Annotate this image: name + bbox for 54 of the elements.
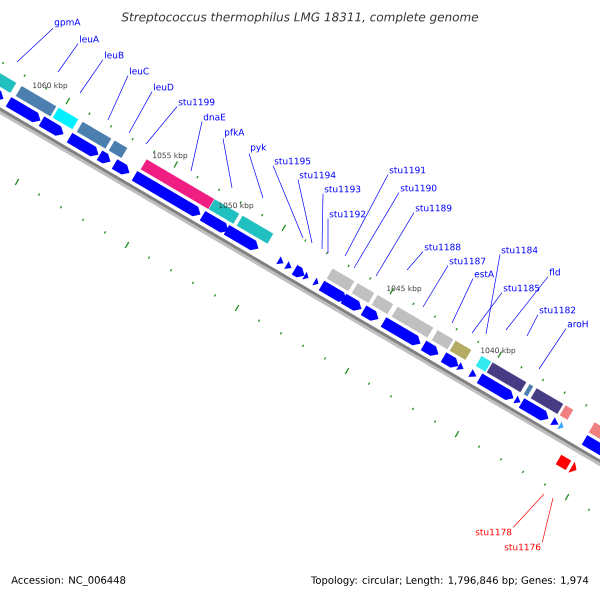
gene-label: dnaE: [204, 114, 226, 120]
leader-line: [486, 254, 500, 334]
gene-label: leuC: [130, 68, 149, 74]
leader-line: [272, 165, 304, 238]
leader-line: [344, 174, 388, 256]
gene-label: stu1185: [504, 284, 540, 292]
gene-label: stu1189: [416, 204, 452, 212]
gene-label: stu1194: [300, 172, 336, 178]
gene-label: pyk: [251, 144, 266, 152]
leader-line: [298, 179, 312, 244]
gene-label: stu1199: [178, 98, 214, 106]
leader-line: [354, 192, 400, 268]
leader-line: [472, 292, 502, 334]
leader-line: [80, 59, 104, 94]
leader-line: [248, 153, 264, 198]
gene-label: leuB: [105, 52, 124, 58]
gene-label: stu1195: [274, 158, 310, 164]
leader-line: [222, 138, 232, 188]
gene-label: pfkA: [225, 128, 244, 138]
leader-line: [58, 43, 78, 72]
leader-line: [190, 121, 202, 172]
gene-label: stu1192: [330, 210, 366, 218]
gene-label: estA: [474, 270, 494, 278]
footer-text: Accession: NC_006448: [11, 576, 126, 586]
gene-label: stu1188: [424, 244, 460, 250]
gene-label: stu1176: [504, 544, 540, 550]
leader-line: [16, 28, 54, 62]
leader-line: [538, 328, 566, 370]
leader-line: [542, 498, 554, 543]
leader-line: [376, 212, 414, 276]
leader-line: [506, 276, 548, 330]
gene-label: fld: [549, 268, 560, 276]
leader-line: [422, 265, 448, 308]
leader-line: [512, 494, 544, 528]
gene-label: stu1182: [540, 306, 576, 314]
leader-line: [406, 251, 424, 270]
leader-line: [146, 106, 178, 144]
gene-label: stu1191: [390, 166, 426, 174]
gene-label: gpmA: [54, 18, 80, 28]
gene-label: aroH: [568, 320, 588, 328]
gene-label: stu1190: [400, 184, 436, 192]
gene-label: stu1193: [324, 186, 360, 192]
footer-text: Topology: circular; Length: 1,796,846 bp; Genes: 1,974: [310, 576, 588, 586]
gene-label: stu1187: [450, 258, 486, 264]
leader-line: [452, 278, 474, 324]
gene-label: stu1178: [476, 528, 512, 536]
gene-label: leuA: [80, 36, 100, 42]
leader-line: [526, 314, 538, 336]
gene-label: stu1184: [502, 246, 538, 254]
gene-label: leuD: [154, 84, 174, 90]
title: Streptococcus thermophilus LMG 18311, complete genome: [121, 12, 478, 24]
leader-line: [128, 91, 152, 134]
leader-line: [322, 193, 324, 250]
leader-line: [108, 75, 128, 120]
